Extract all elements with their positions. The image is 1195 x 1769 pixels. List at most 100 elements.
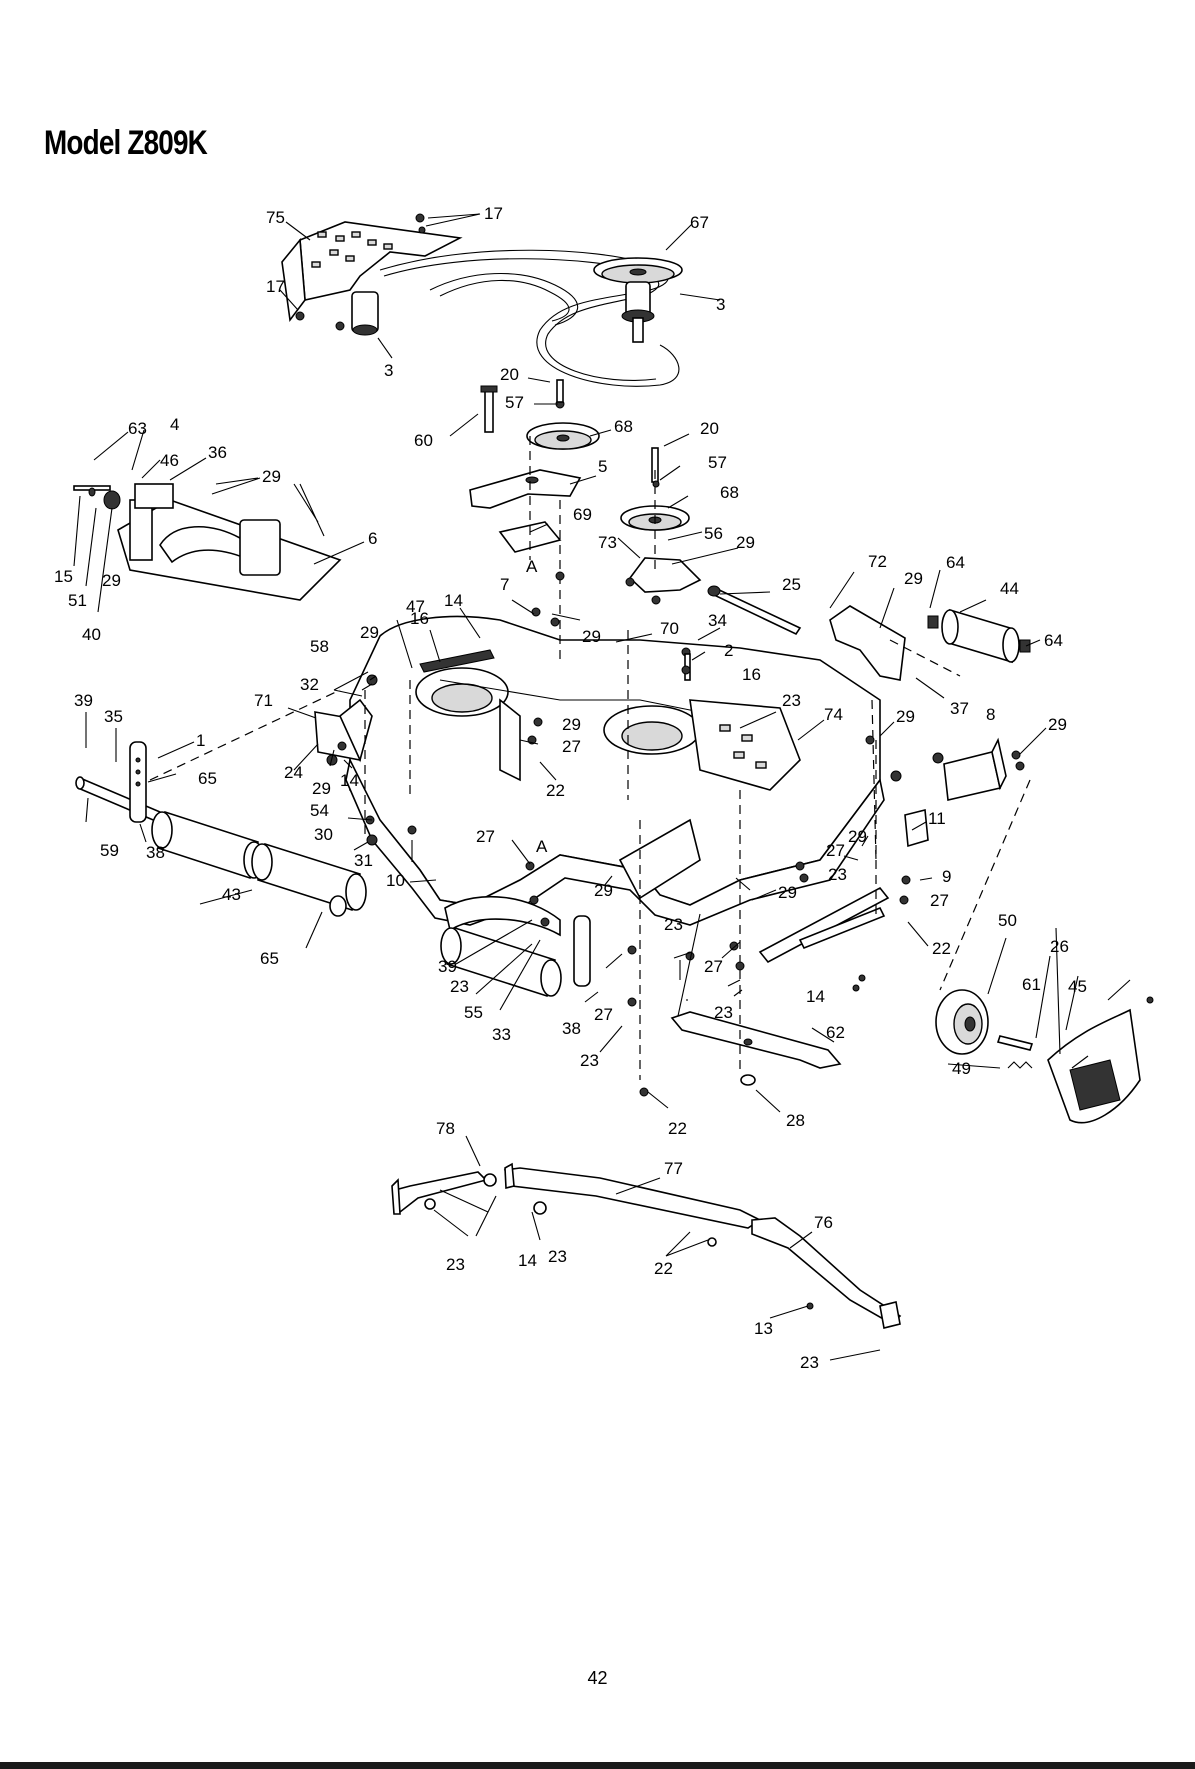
callout-16: 16 xyxy=(410,609,429,628)
callout-13: 13 xyxy=(754,1319,773,1338)
bracket-8 xyxy=(932,737,1007,801)
callout-15: 15 xyxy=(54,567,73,586)
callout-29: 29 xyxy=(594,881,613,900)
callout-27: 27 xyxy=(476,827,495,846)
callout-29: 29 xyxy=(360,623,379,642)
callout-34: 34 xyxy=(708,611,727,630)
deck-cover-plate xyxy=(281,221,463,323)
callout-9: 9 xyxy=(942,867,951,886)
callout-47: 47 xyxy=(406,597,425,616)
callout-22: 22 xyxy=(546,781,565,800)
plate-69 xyxy=(498,521,562,553)
callout-78: 78 xyxy=(436,1119,455,1138)
callout-45: 45 xyxy=(1068,977,1087,996)
callout-51: 51 xyxy=(68,591,87,610)
callout-71: 71 xyxy=(254,691,273,710)
front-axle-59 xyxy=(75,741,161,824)
callout-56: 56 xyxy=(704,524,723,543)
page-title: Model Z809K xyxy=(44,124,208,162)
callout-29: 29 xyxy=(778,883,797,902)
callout-75: 75 xyxy=(266,208,285,227)
belt-guard-9 xyxy=(758,886,890,964)
callout-leader-lines xyxy=(73,213,1089,1361)
roller-43-right xyxy=(440,915,591,998)
callout-30: 30 xyxy=(314,825,333,844)
callout-A: A xyxy=(536,837,548,856)
callout-4: 4 xyxy=(170,415,179,434)
callout-76: 76 xyxy=(814,1213,833,1232)
idler-bracket-73 xyxy=(628,557,702,593)
lift-arm-77 xyxy=(503,1162,762,1247)
callout-23: 23 xyxy=(800,1353,819,1372)
callout-29: 29 xyxy=(582,627,601,646)
callout-35: 35 xyxy=(104,707,123,726)
callout-20: 20 xyxy=(700,419,719,438)
callout-33: 33 xyxy=(492,1025,511,1044)
spring-cylinder-44 xyxy=(927,608,1031,664)
callout-23: 23 xyxy=(664,915,683,934)
callout-27: 27 xyxy=(930,891,949,910)
callout-29: 29 xyxy=(262,467,281,486)
callout-20: 20 xyxy=(500,365,519,384)
hardware-fasteners xyxy=(295,213,1154,1097)
idler-pulley-upper xyxy=(526,422,600,450)
mower-blade-62 xyxy=(670,1011,842,1069)
callout-77: 77 xyxy=(664,1159,683,1178)
callout-29: 29 xyxy=(736,533,755,552)
callout-27: 27 xyxy=(826,841,845,860)
callout-32: 32 xyxy=(300,675,319,694)
callout-68: 68 xyxy=(614,417,633,436)
roller-43-left xyxy=(151,810,265,880)
axle-bolt-61 xyxy=(996,1035,1034,1051)
callout-7: 7 xyxy=(500,575,509,594)
callout-28: 28 xyxy=(786,1111,805,1130)
roller-43-mid xyxy=(251,842,367,912)
idler-arm-25 xyxy=(707,585,802,636)
callout-74: 74 xyxy=(824,705,843,724)
callout-27: 27 xyxy=(594,1005,613,1024)
callout-23: 23 xyxy=(446,1255,465,1274)
callout-38: 38 xyxy=(146,843,165,862)
callout-31: 31 xyxy=(354,851,373,870)
callout-1: 1 xyxy=(196,731,205,750)
callout-23: 23 xyxy=(580,1051,599,1070)
callout-63: 63 xyxy=(128,419,147,438)
callout-40: 40 xyxy=(82,625,101,644)
callout-29: 29 xyxy=(904,569,923,588)
callout-22: 22 xyxy=(932,939,951,958)
callout-labels: 75 17 67 17 3 3 20 57 60 68 20 57 5 68 6… xyxy=(54,204,1087,1372)
callout-2: 2 xyxy=(724,641,733,660)
callout-23: 23 xyxy=(450,977,469,996)
idler-bolt-60 xyxy=(480,385,498,433)
deck-rear-plate xyxy=(499,698,701,900)
callout-29: 29 xyxy=(562,715,581,734)
callout-23: 23 xyxy=(714,1003,733,1022)
callout-36: 36 xyxy=(208,443,227,462)
callout-62: 62 xyxy=(826,1023,845,1042)
callout-64: 64 xyxy=(946,553,965,572)
callout-A: A xyxy=(526,557,538,576)
callout-60: 60 xyxy=(414,431,433,450)
page-number: 42 xyxy=(587,1668,608,1688)
callout-61: 61 xyxy=(1022,975,1041,994)
callout-16: 16 xyxy=(742,665,761,684)
callout-43: 43 xyxy=(222,885,241,904)
gauge-wheel-50 xyxy=(935,989,989,1055)
callout-54: 54 xyxy=(310,801,329,820)
callout-10: 10 xyxy=(386,871,405,890)
callout-14: 14 xyxy=(340,771,359,790)
callout-73: 73 xyxy=(598,533,617,552)
callout-25: 25 xyxy=(782,575,801,594)
spacer-65 xyxy=(329,895,347,917)
callout-59: 59 xyxy=(100,841,119,860)
idler-bracket-5 xyxy=(469,469,582,509)
callout-14: 14 xyxy=(518,1251,537,1270)
callout-23: 23 xyxy=(782,691,801,710)
callout-57: 57 xyxy=(505,393,524,412)
callout-39: 39 xyxy=(74,691,93,710)
callout-3: 3 xyxy=(384,361,393,380)
right-spindle-pulley xyxy=(593,257,683,343)
callout-27: 27 xyxy=(704,957,723,976)
callout-29: 29 xyxy=(848,827,867,846)
